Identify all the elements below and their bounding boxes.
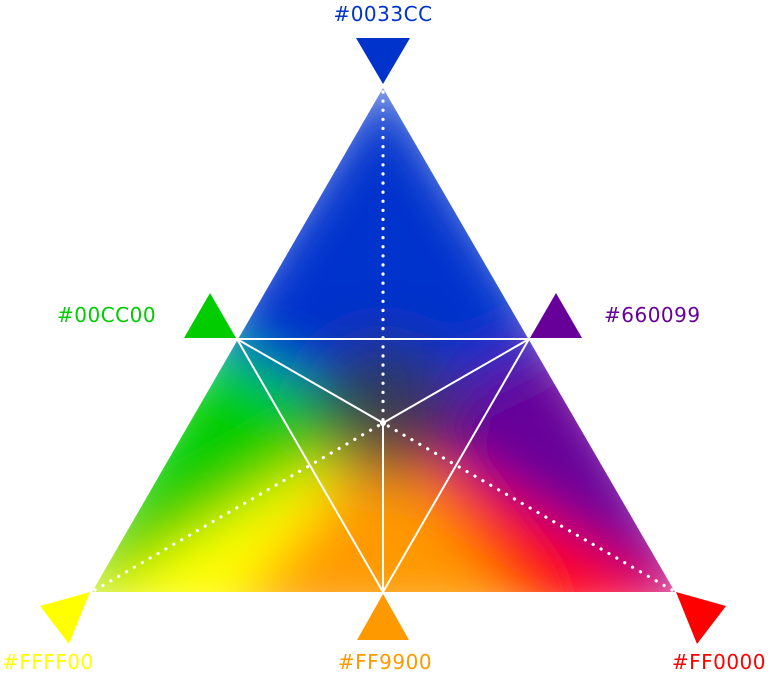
wedge-bl [92,423,383,592]
label-left: #00CC00 [57,303,156,327]
marker-left-triangle [184,293,236,338]
label-top: #0033CC [333,2,432,26]
marker-right-triangle [530,293,582,338]
dotted-br-center [381,421,674,592]
line-right-center [382,338,530,424]
dotted-lines [93,90,674,592]
marker-bottom-triangle [357,594,409,640]
label-right: #660099 [604,303,701,327]
marker-bottom-right-triangle [676,592,726,644]
line-left-bottom [236,338,384,593]
dotted-bl-center [93,421,385,592]
wedge-bottom-l [230,423,383,592]
label-bottom: #FF9900 [338,650,432,674]
label-bottom-left: #FFFF00 [2,650,94,674]
line-left-center [236,338,384,424]
center-point [380,420,386,426]
wedge-br [383,423,675,592]
marker-bottom-left-triangle [40,592,90,644]
label-bottom-right: #FF0000 [672,650,766,674]
line-right-bottom [382,338,530,593]
marker-top-triangle [356,38,410,84]
